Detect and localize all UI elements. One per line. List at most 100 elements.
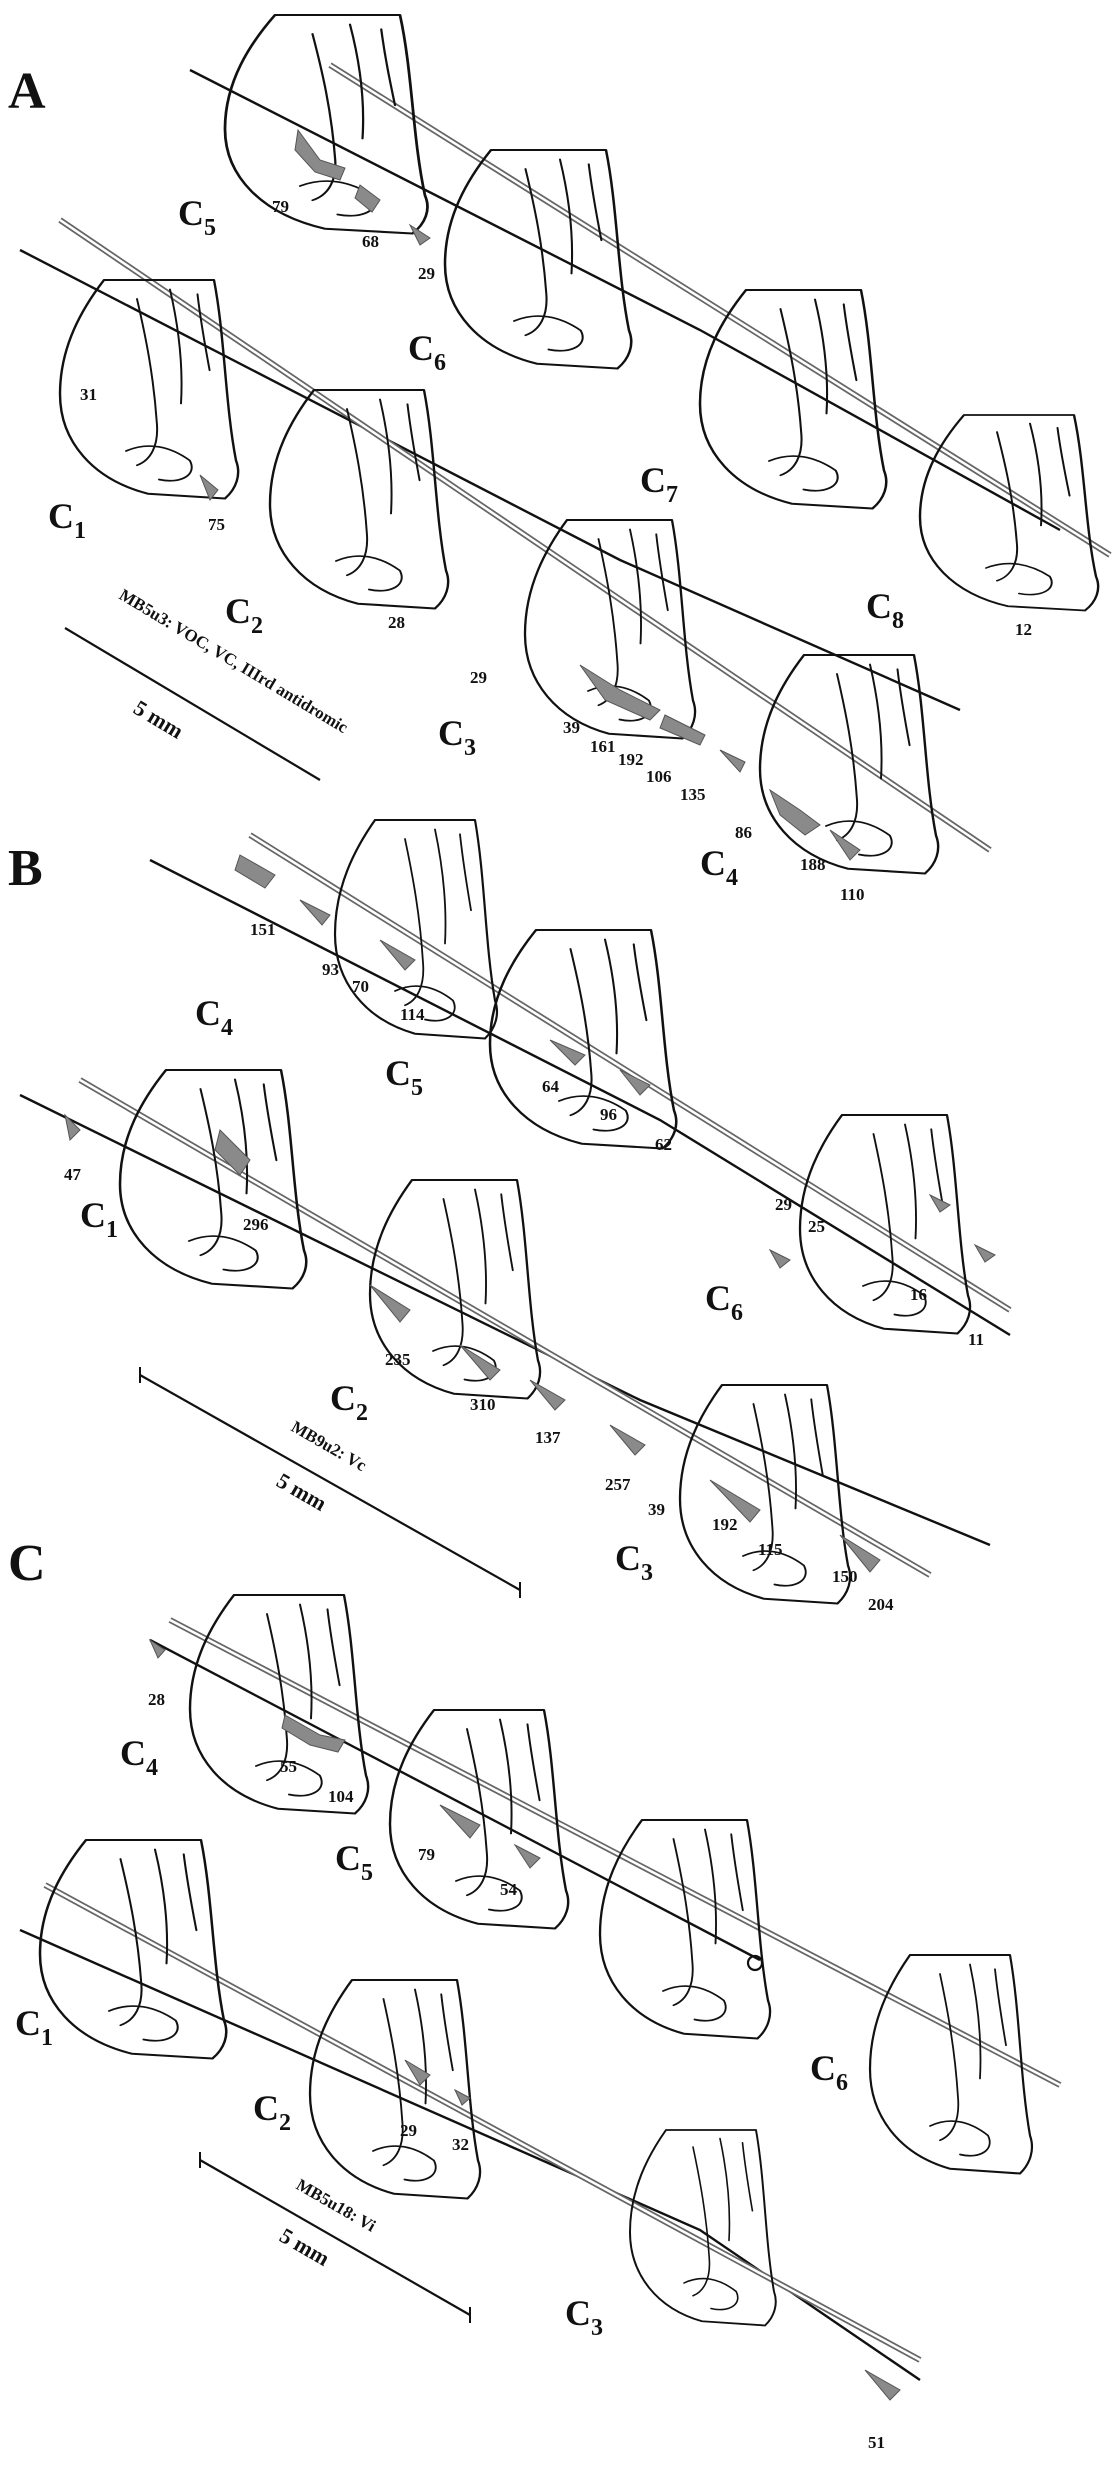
panel-label-a: A <box>8 63 46 120</box>
segment-label: C3 <box>438 713 476 761</box>
panel-label-c: C <box>8 1535 46 1592</box>
collateral-arborization <box>64 854 996 1573</box>
collateral-count-label: 39 <box>648 1500 665 1519</box>
segment-label: C7 <box>640 460 678 508</box>
panel-b: B 1 <box>8 818 1012 1614</box>
scale-label: 5 mm <box>273 1468 332 1516</box>
cord-section-c6 <box>443 148 633 370</box>
collateral-count-label: 96 <box>600 1105 617 1124</box>
collateral-count-label: 86 <box>735 823 752 842</box>
collateral-count-label: 16 <box>910 1285 927 1304</box>
scale-bar <box>64 627 321 781</box>
segment-label: C8 <box>866 586 904 634</box>
scale-label: 5 mm <box>129 695 187 744</box>
collateral-count-label: 257 <box>605 1475 631 1494</box>
segment-label: C2 <box>225 591 263 639</box>
collateral-numbers: 28 55 104 79 54 29 32 51 <box>148 1690 885 2452</box>
collateral-count-label: 11 <box>968 1330 984 1349</box>
cord-section-c-unlabeled <box>598 1818 772 2040</box>
axon-trajectory <box>149 858 1011 1337</box>
segment-label: C5 <box>335 1838 373 1886</box>
collateral-count-label: 25 <box>808 1217 825 1236</box>
collateral-count-label: 235 <box>385 1350 411 1369</box>
collateral-count-label: 192 <box>618 750 644 769</box>
scale-bar <box>139 1374 521 1591</box>
axon-trajectory <box>19 248 961 712</box>
cord-section-c1 <box>38 1838 228 2060</box>
segment-label: C4 <box>120 1733 158 1781</box>
collateral-count-label: 296 <box>243 1215 269 1234</box>
cord-section-c6 <box>868 1953 1034 2175</box>
segment-label: C5 <box>178 193 216 241</box>
axon-trajectory <box>19 1093 991 1547</box>
collateral-count-label: 192 <box>712 1515 738 1534</box>
segment-label: C2 <box>253 2088 291 2136</box>
segment-label: C4 <box>195 993 233 1041</box>
collateral-count-label: 47 <box>64 1165 82 1184</box>
segment-label: C1 <box>80 1195 118 1243</box>
collateral-count-label: 64 <box>542 1077 560 1096</box>
collateral-count-label: 106 <box>646 767 672 786</box>
panel-label-b: B <box>8 840 43 897</box>
collateral-count-label: 161 <box>590 737 616 756</box>
collateral-count-label: 115 <box>758 1540 783 1559</box>
cord-section-c8 <box>918 413 1100 612</box>
cord-section-c5 <box>388 1708 570 1930</box>
segment-label: C1 <box>48 496 86 544</box>
collateral-numbers: 79 68 29 31 75 28 29 12 39 161 192 106 1… <box>80 197 1032 904</box>
collateral-count-label: 114 <box>400 1005 425 1024</box>
panel-a: A 79 68 29 <box>8 13 1112 904</box>
collateral-count-label: 29 <box>775 1195 792 1214</box>
segment-label: C2 <box>330 1378 368 1426</box>
collateral-count-label: 188 <box>800 855 826 874</box>
cord-section-c3 <box>678 1383 852 1605</box>
collateral-count-label: 32 <box>452 2135 469 2154</box>
collateral-count-label: 29 <box>400 2121 417 2140</box>
collateral-count-label: 137 <box>535 1428 561 1447</box>
segment-label: C6 <box>408 328 446 376</box>
cord-section-c1 <box>118 1068 308 1290</box>
collateral-count-label: 70 <box>352 977 369 996</box>
collateral-count-label: 29 <box>418 264 435 283</box>
scale-label: 5 mm <box>276 2223 335 2271</box>
cord-section-c5 <box>223 13 429 235</box>
segment-label: C4 <box>700 843 738 891</box>
collateral-count-label: 204 <box>868 1595 894 1614</box>
collateral-arborization <box>148 1638 901 2401</box>
cord-section-c3 <box>629 2129 777 2327</box>
cord-section-c4 <box>188 1593 370 1815</box>
collateral-count-label: 151 <box>250 920 276 939</box>
panel-c: C 28 55 104 79 54 29 <box>8 1535 1062 2452</box>
collateral-count-label: 75 <box>208 515 225 534</box>
collateral-count-label: 93 <box>322 960 339 979</box>
segment-label: C3 <box>615 1538 653 1586</box>
segment-label: C5 <box>385 1053 423 1101</box>
collateral-count-label: 12 <box>1015 620 1032 639</box>
terminal-marker <box>746 1954 764 1972</box>
collateral-count-label: 150 <box>832 1567 858 1586</box>
collateral-count-label: 68 <box>362 232 379 251</box>
collateral-count-label: 28 <box>388 613 405 632</box>
axon-trajectory <box>189 68 1061 532</box>
collateral-count-label: 55 <box>280 1757 297 1776</box>
collateral-count-label: 79 <box>272 197 289 216</box>
collateral-count-label: 31 <box>80 385 97 404</box>
collateral-count-label: 310 <box>470 1395 496 1414</box>
collateral-count-label: 135 <box>680 785 706 804</box>
scale-bar <box>199 2159 471 2316</box>
axon-trajectory <box>19 1928 921 2381</box>
segment-label: C1 <box>15 2003 53 2051</box>
collateral-count-label: 39 <box>563 718 580 737</box>
collateral-count-label: 51 <box>868 2433 885 2452</box>
cord-section-c6 <box>798 1113 972 1335</box>
collateral-count-label: 28 <box>148 1690 165 1709</box>
axon-trajectory <box>149 1638 761 1962</box>
collateral-count-label: 62 <box>655 1135 672 1154</box>
collateral-count-label: 104 <box>328 1787 354 1806</box>
segment-label: C6 <box>705 1278 743 1326</box>
segment-label: C3 <box>565 2293 603 2341</box>
collateral-count-label: 29 <box>470 668 487 687</box>
cord-section-c5 <box>488 928 678 1150</box>
collateral-count-label: 110 <box>840 885 865 904</box>
